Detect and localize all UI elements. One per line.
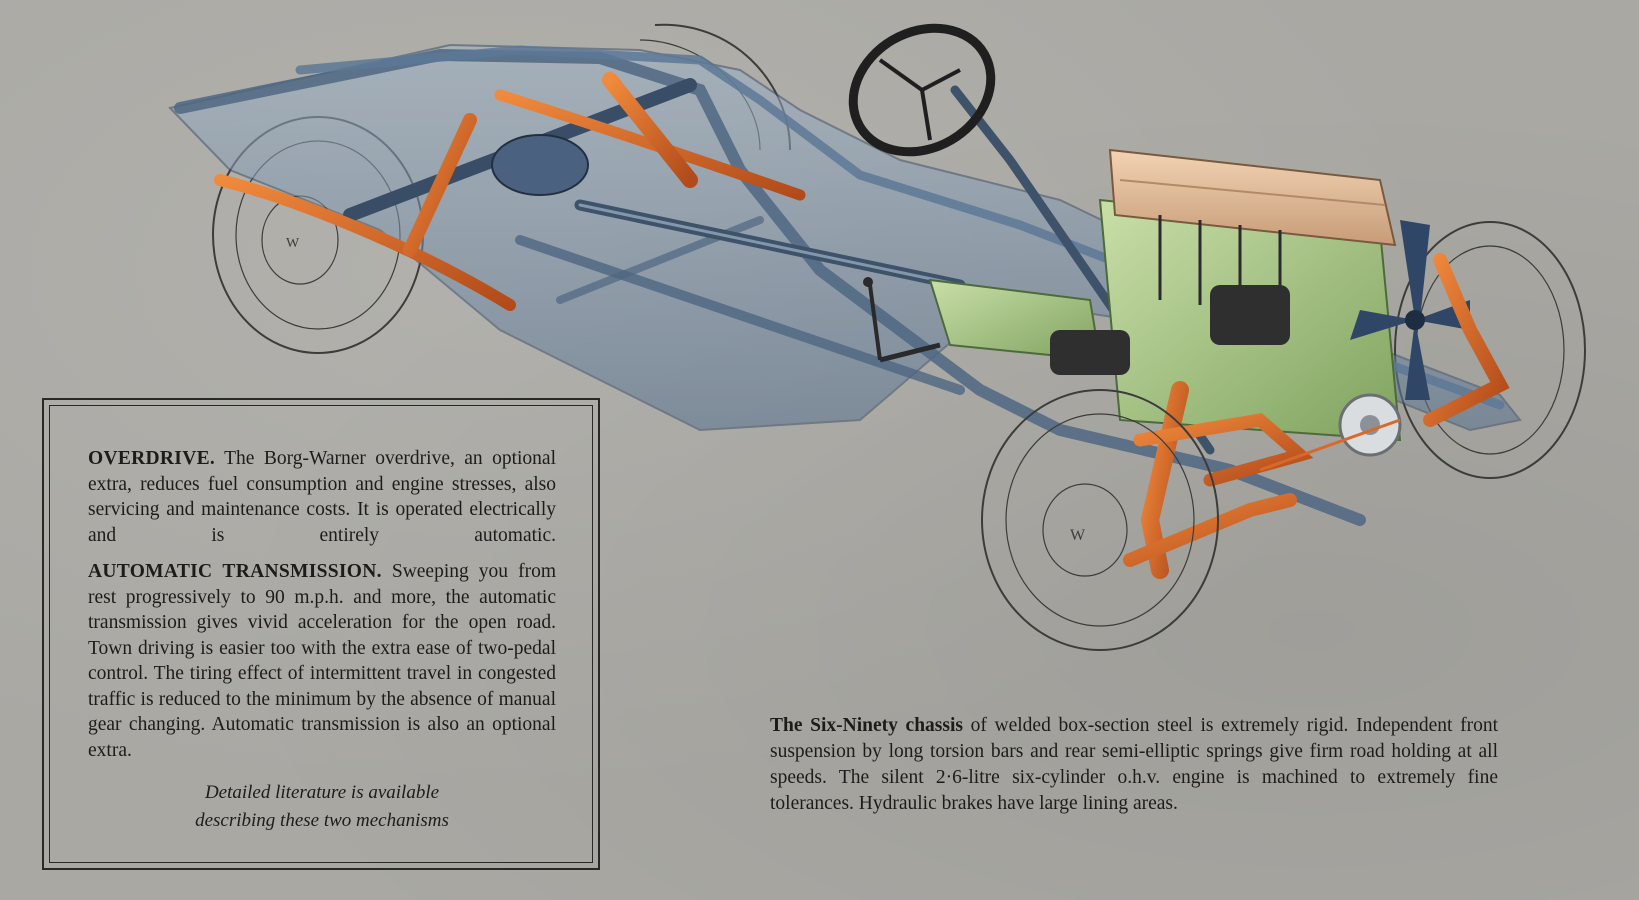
engine bbox=[1050, 148, 1402, 457]
svg-text:W: W bbox=[1070, 527, 1086, 544]
literature-note-line-1: Detailed literature is available bbox=[204, 782, 440, 803]
svg-text:W: W bbox=[286, 236, 300, 251]
literature-note-line-2: describing these two mechanisms bbox=[195, 810, 449, 831]
overdrive-text: The Borg-Warner overdrive, an optional e… bbox=[88, 448, 556, 546]
overdrive-paragraph: OVERDRIVE. The Borg-Warner overdrive, an… bbox=[88, 446, 556, 548]
automatic-transmission-heading: AUTOMATIC TRANSMISSION. bbox=[88, 561, 382, 582]
front-left-wheel: W bbox=[981, 389, 1219, 651]
literature-note: Detailed literature is available describ… bbox=[88, 779, 556, 835]
overdrive-heading: OVERDRIVE. bbox=[88, 448, 216, 469]
front-suspension bbox=[1123, 253, 1510, 579]
automatic-transmission-paragraph: AUTOMATIC TRANSMISSION. Sweeping you fro… bbox=[88, 559, 556, 763]
optional-extras-box-inner: OVERDRIVE. The Borg-Warner overdrive, an… bbox=[49, 405, 593, 863]
gear-lever bbox=[863, 277, 941, 363]
chassis-caption-text: of welded box-section steel is extremely… bbox=[770, 715, 1498, 814]
chassis-caption: The Six-Ninety chassis of welded box-sec… bbox=[770, 713, 1498, 817]
chassis-caption-heading: The Six-Ninety chassis bbox=[770, 715, 963, 736]
propeller-shaft bbox=[574, 199, 966, 291]
rear-suspension bbox=[214, 72, 806, 311]
optional-extras-box: OVERDRIVE. The Borg-Warner overdrive, an… bbox=[42, 398, 600, 870]
automatic-transmission-text: Sweeping you from rest progressively to … bbox=[88, 561, 556, 761]
